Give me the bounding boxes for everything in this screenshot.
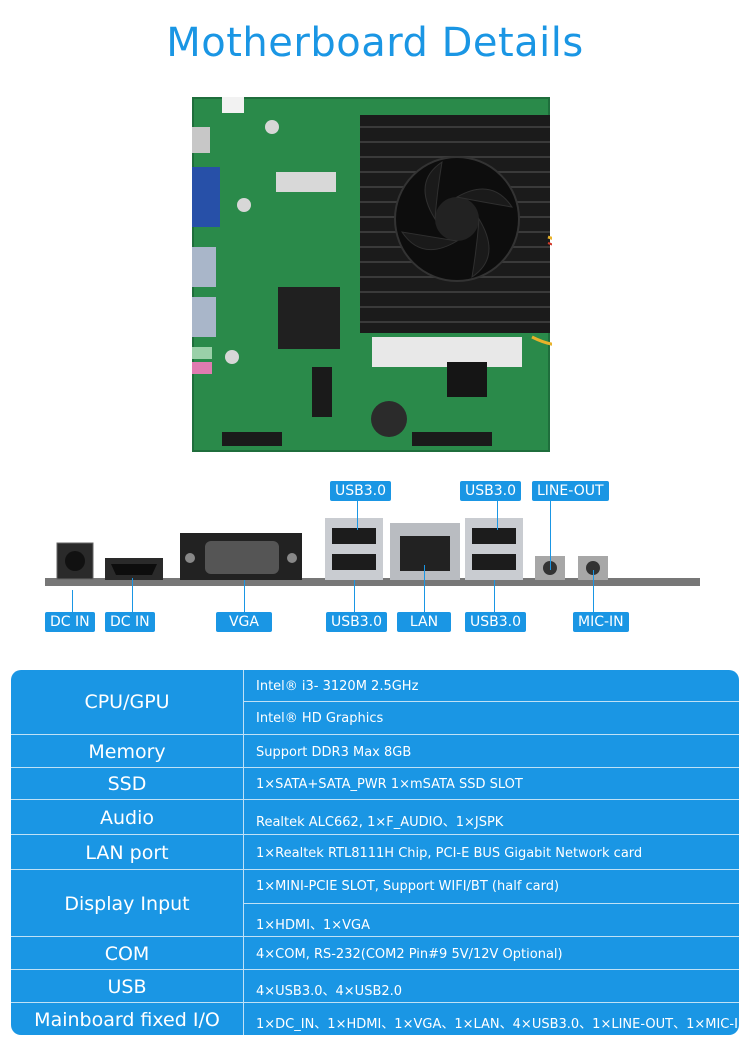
spec-row-cpu-gpu: CPU/GPU Intel® i3- 3120M 2.5GHz Intel® H… [11, 670, 739, 734]
spec-key: SSD [11, 768, 244, 800]
spec-value: 1×HDMI、1×VGA [256, 918, 371, 933]
spec-divider [244, 903, 739, 904]
label-dc-in-1: DC IN [45, 612, 95, 632]
connector-line [132, 578, 133, 612]
spec-key: CPU/GPU [11, 670, 244, 734]
spec-key: LAN port [11, 835, 244, 870]
spec-row-com: COM 4×COM, RS-232(COM2 Pin#9 5V/12V Opti… [11, 936, 739, 970]
spec-value: 4×COM, RS-232(COM2 Pin#9 5V/12V Optional… [256, 947, 563, 962]
spec-row-audio: Audio Realtek ALC662, 1×F_AUDIO、1×JSPK [11, 799, 739, 835]
spec-row-memory: Memory Support DDR3 Max 8GB [11, 734, 739, 768]
page-title: Motherboard Details [166, 20, 584, 66]
spec-row-usb: USB 4×USB3.0、4×USB2.0 [11, 969, 739, 1003]
spec-value: 1×SATA+SATA_PWR 1×mSATA SSD SLOT [256, 777, 523, 792]
connector-line [497, 500, 498, 530]
spec-value: Realtek ALC662, 1×F_AUDIO、1×JSPK [256, 815, 504, 830]
spec-row-mainboard-io: Mainboard fixed I/O 1×DC_IN、1×HDMI、1×VGA… [11, 1002, 739, 1035]
spec-row-lan-port: LAN port 1×Realtek RTL8111H Chip, PCI-E … [11, 834, 739, 870]
spec-value: 1×DC_IN、1×HDMI、1×VGA、1×LAN、4×USB3.0、1×LI… [256, 1017, 739, 1032]
spec-divider [244, 701, 739, 702]
connector-line [593, 570, 594, 612]
label-usb-top-2: USB3.0 [460, 481, 522, 501]
spec-row-display-input: Display Input 1×MINI-PCIE SLOT, Support … [11, 869, 739, 937]
motherboard-image [192, 97, 552, 452]
connector-line [72, 590, 73, 612]
label-dc-in-2: DC IN [105, 612, 155, 632]
connector-line [354, 580, 355, 612]
connector-line [357, 500, 358, 530]
spec-key: Mainboard fixed I/O [11, 1003, 244, 1035]
spec-value: Intel® i3- 3120M 2.5GHz [256, 679, 419, 694]
label-usb-bottom-1: USB3.0 [326, 612, 388, 632]
io-ports-image [45, 518, 700, 586]
spec-key: Memory [11, 735, 244, 768]
spec-key: Display Input [11, 870, 244, 937]
spec-key: Audio [11, 800, 244, 835]
spec-key: COM [11, 937, 244, 970]
connector-line [494, 580, 495, 612]
spec-value: Intel® HD Graphics [256, 711, 384, 726]
spec-table: CPU/GPU Intel® i3- 3120M 2.5GHz Intel® H… [11, 670, 739, 1035]
label-usb-bottom-2: USB3.0 [465, 612, 527, 632]
spec-row-ssd: SSD 1×SATA+SATA_PWR 1×mSATA SSD SLOT [11, 767, 739, 800]
connector-line [424, 565, 425, 612]
spec-value: Support DDR3 Max 8GB [256, 745, 412, 760]
label-usb-top-1: USB3.0 [330, 481, 392, 501]
connector-line [244, 580, 245, 612]
connector-line [550, 500, 551, 570]
spec-value: 1×Realtek RTL8111H Chip, PCI-E BUS Gigab… [256, 846, 643, 861]
label-line-out: LINE-OUT [532, 481, 609, 501]
spec-value: 1×MINI-PCIE SLOT, Support WIFI/BT (half … [256, 879, 560, 894]
label-lan: LAN [397, 612, 451, 632]
label-mic-in: MIC-IN [573, 612, 629, 632]
label-vga: VGA [216, 612, 272, 632]
spec-key: USB [11, 970, 244, 1003]
spec-value: 4×USB3.0、4×USB2.0 [256, 984, 403, 999]
